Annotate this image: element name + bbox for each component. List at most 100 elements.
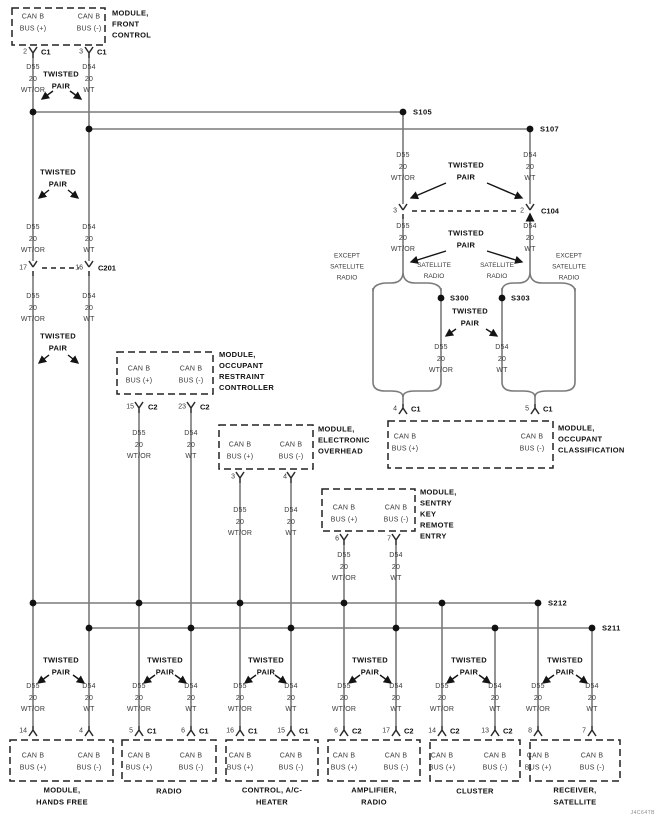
wire-d55-20-wtor-label: D55 20 WT/OR [20,292,46,323]
connector-label: C1 [199,726,209,736]
except-satellite-radio-label: EXCEPT SATELLITE RADIO [330,252,364,282]
wire-d54-20-wt-label: D54 20 WT [284,682,298,713]
pin-number-label: 23 [178,403,186,411]
can-b-bus-minus-label: CAN B BUS (-) [178,365,204,385]
pin-number-label: 16 [75,264,83,272]
wire-d55-20-wtor-label: D55 20 WT/OR [429,682,455,713]
satellite-radio-label: SATELLITE RADIO [480,262,514,280]
twisted-pair-label: TWISTED PAIR [147,655,183,677]
can-b-bus-plus-label: CAN B BUS (+) [226,441,254,461]
pin-number-label: 3 [393,207,397,215]
pin-number-label: 3 [79,48,83,56]
can-b-bus-minus-label: CAN B BUS (-) [76,13,102,33]
pin-number-label: 8 [528,727,532,735]
pin-number-label: 14 [428,727,436,735]
twisted-pair-label: TWISTED PAIR [448,228,484,250]
module-name-ac-heater: CONTROL, A/C- HEATER [241,785,303,807]
pin-number-label: 5 [129,727,133,735]
wire-d55-20-wtor-label: D55 20 WT/OR [20,63,46,94]
pin-number-label: 13 [481,727,489,735]
can-b-bus-minus-label: CAN B BUS (-) [482,752,508,772]
wire-d55-20-wtor-label: D55 20 WT/OR [525,682,551,713]
can-b-bus-plus-label: CAN B BUS (+) [226,752,254,772]
wire-d54-20-wt-label: D54 20 WT [82,63,96,94]
can-b-bus-plus-label: CAN B BUS (+) [125,365,153,385]
splice-s107-label: S107 [540,124,560,134]
connector-label: C201 [98,263,116,273]
can-b-bus-minus-label: CAN B BUS (-) [383,752,409,772]
wire-d55-20-wtor-label: D55 20 WT/OR [126,682,152,713]
except-satellite-radio-label: EXCEPT SATELLITE RADIO [552,252,586,282]
module-name-hands-free: MODULE, HANDS FREE [36,785,88,807]
pin-number-label: 6 [335,535,339,543]
connector-label: C104 [541,206,559,216]
can-b-bus-minus-label: CAN B BUS (-) [383,504,409,524]
splice-s211-label: S211 [602,623,621,633]
wire-d55-20-wtor-label: D55 20 WT/OR [331,551,357,582]
splice-dots [29,108,596,632]
wire-d54-20-wt-label: D54 20 WT [585,682,599,713]
connector-label: C1 [543,404,553,414]
pin-number-label: 2 [520,207,524,215]
wire-d54-20-wt-label: D54 20 WT [82,292,96,323]
can-b-bus-plus-label: CAN B BUS (+) [125,752,153,772]
pin-number-label: 16 [226,727,234,735]
can-b-bus-plus-label: CAN B BUS (+) [428,752,456,772]
wire-d54-20-wt-label: D54 20 WT [184,429,198,460]
pin-number-label: 15 [277,727,285,735]
can-b-bus-plus-label: CAN B BUS (+) [524,752,552,772]
pin-number-label: 5 [525,405,529,413]
twisted-pair-label: TWISTED PAIR [40,331,76,353]
module-name-cluster: CLUSTER [456,786,494,796]
diagram-code: J4C64TB [630,810,655,816]
module-name-front-control: MODULE, FRONT CONTROL [112,8,152,40]
pin-number-label: 14 [19,727,27,735]
wire-d55-20-wtor-label: D55 20 WT/OR [390,151,416,182]
wire-d55-20-wtor-label: D55 20 WT/OR [227,506,253,537]
can-b-bus-plus-label: CAN B BUS (+) [19,752,47,772]
can-b-bus-minus-label: CAN B BUS (-) [178,752,204,772]
satellite-radio-label: SATELLITE RADIO [417,262,451,280]
module-name-orc: MODULE, OCCUPANT RESTRAINT CONTROLLER [219,350,275,392]
wire-d54-20-wt-label: D54 20 WT [488,682,502,713]
pin-number-label: 17 [382,727,390,735]
wire-d54-20-wt-label: D54 20 WT [389,551,403,582]
connector-label: C2 [450,726,460,736]
twisted-pair-label: TWISTED PAIR [451,655,487,677]
pin-number-label: 4 [283,473,287,481]
can-b-bus-minus-label: CAN B BUS (-) [76,752,102,772]
can-b-bus-minus-label: CAN B BUS (-) [278,752,304,772]
connector-label: C1 [299,726,309,736]
can-b-bus-plus-label: CAN B BUS (+) [391,433,419,453]
connector-label: C2 [404,726,414,736]
can-b-bus-minus-label: CAN B BUS (-) [519,433,545,453]
twisted-pair-label: TWISTED PAIR [40,167,76,189]
wire-d55-20-wtor-label: D55 20 WT/OR [428,343,454,374]
twisted-pair-label: TWISTED PAIR [448,160,484,182]
pin-number-label: 6 [181,727,185,735]
connector-label: C2 [148,402,158,412]
wire-d54-20-wt-label: D54 20 WT [523,151,537,182]
pin-number-label: 4 [393,405,397,413]
pin-number-label: 3 [231,473,235,481]
wire-d54-20-wt-label: D54 20 WT [184,682,198,713]
can-b-bus-minus-label: CAN B BUS (-) [579,752,605,772]
twisted-pair-arrows [36,90,589,684]
pin-number-label: 7 [582,727,586,735]
wire-d55-20-wtor-label: D55 20 WT/OR [20,223,46,254]
connector-label: C1 [411,404,421,414]
can-b-bus-plus-label: CAN B BUS (+) [330,752,358,772]
connector-label: C2 [200,402,210,412]
connector-label: C1 [248,726,258,736]
splice-s212-label: S212 [548,598,568,608]
module-name-radio: RADIO [156,786,182,796]
module-name-receiver: RECEIVER, SATELLITE [553,785,597,807]
wire-d54-20-wt-label: D54 20 WT [523,222,537,253]
connector-label: C1 [97,47,107,57]
connector-symbols [28,46,597,737]
connector-label: C2 [503,726,513,736]
connector-label: C1 [41,47,51,57]
pin-number-label: 7 [387,535,391,543]
